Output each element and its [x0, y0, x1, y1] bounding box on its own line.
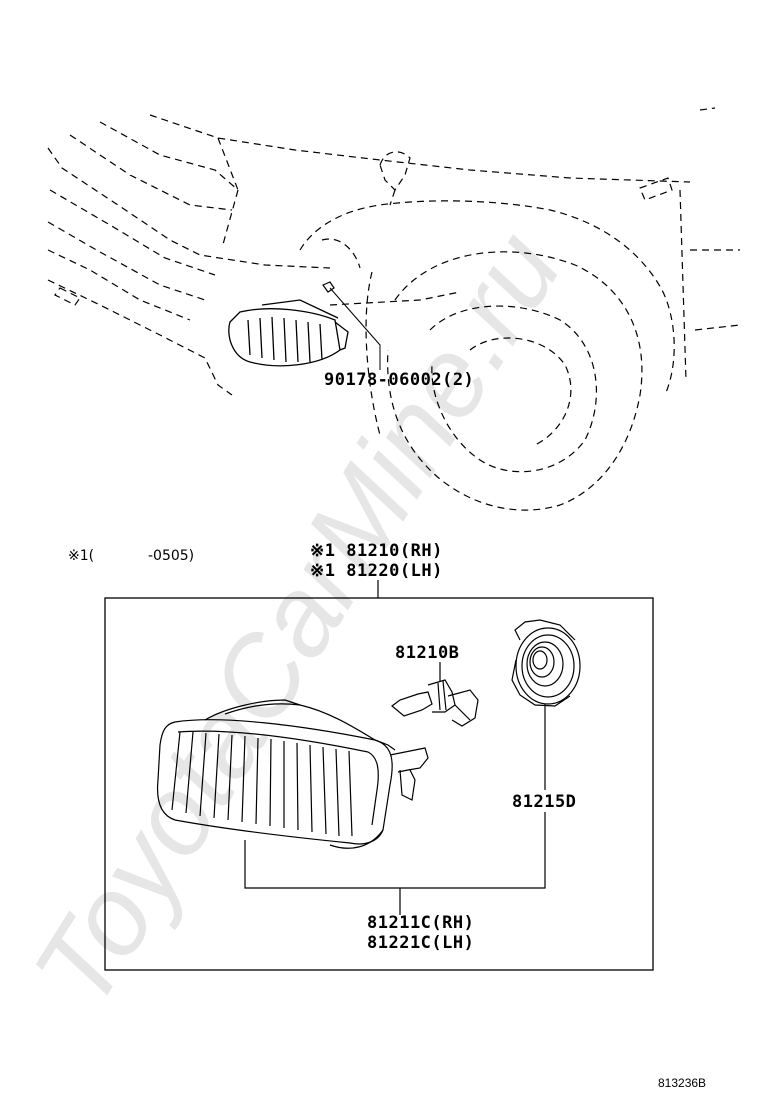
bulb-shape	[391, 679, 479, 727]
assembly-lh-label: ※1 81220(LH)	[310, 561, 443, 581]
diagram-code: 813236B	[658, 1076, 707, 1090]
socket-shape	[511, 619, 581, 707]
bulb-part-label: 81210B	[395, 643, 460, 663]
assembly-frame	[104, 597, 654, 971]
screw-part-label: 90178-06002(2)	[324, 370, 475, 390]
note-mark: ※1(	[68, 548, 95, 564]
unit-rh-label: 81211C(RH)	[367, 913, 475, 933]
fog-lamp-unit	[156, 699, 429, 849]
assembly-rh-label: ※1 81210(RH)	[310, 541, 443, 561]
socket-part-label: 81215D	[512, 792, 577, 812]
unit-lh-label: 81221C(LH)	[367, 933, 475, 953]
note-range: -0505)	[148, 548, 195, 564]
